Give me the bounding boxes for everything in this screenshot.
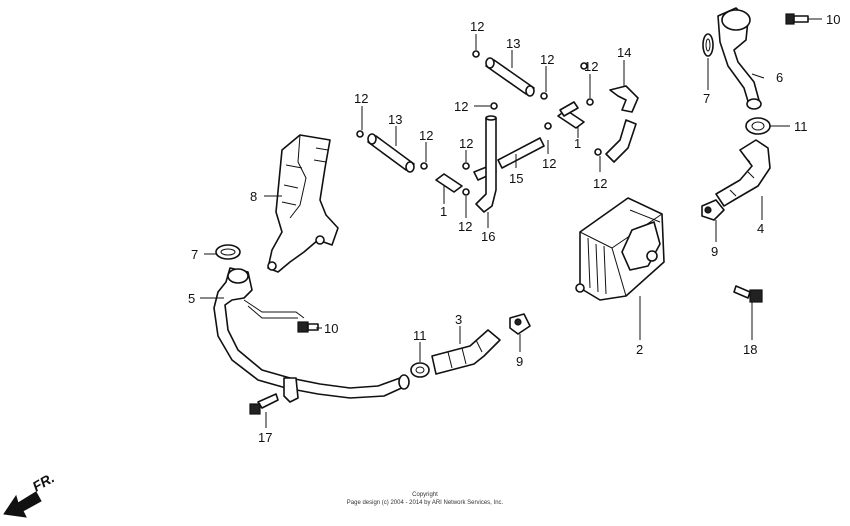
coolant-pipe-part-5[interactable] [213, 267, 410, 403]
hose-part-3[interactable] [431, 329, 501, 375]
joint-part-1-left[interactable] [435, 173, 463, 193]
front-direction-arrow: FR. [3, 469, 58, 518]
hose-part-16[interactable] [475, 115, 497, 213]
bolt-part-17[interactable] [249, 393, 279, 415]
callout-14: 14 [617, 45, 631, 60]
callout-16: 16 [481, 229, 495, 244]
callout-13: 13 [388, 112, 402, 127]
callout-12: 12 [584, 59, 598, 74]
callout-11: 11 [413, 328, 427, 343]
leader-lines [200, 18, 822, 428]
direction-label: FR. [30, 469, 58, 494]
o-ring-part-7-left[interactable] [215, 244, 241, 260]
o-ring-part-7-top[interactable] [702, 33, 714, 57]
callout-labels: 12 13 12 12 14 12 12 13 12 12 12 1 12 15… [188, 12, 840, 445]
callout-9: 9 [516, 354, 523, 369]
callout-6: 6 [776, 70, 783, 85]
callout-12: 12 [593, 176, 607, 191]
pipe-part-6[interactable] [717, 7, 762, 110]
callout-3: 3 [455, 312, 462, 327]
callout-12: 12 [454, 99, 468, 114]
callout-9: 9 [711, 244, 718, 259]
callout-12: 12 [542, 156, 556, 171]
clamp-part-9-center[interactable] [509, 313, 531, 335]
callout-18: 18 [743, 342, 757, 357]
callout-12: 12 [419, 128, 433, 143]
callout-8: 8 [250, 189, 257, 204]
clamp-part-9-right[interactable] [701, 199, 725, 221]
hose-part-4[interactable] [715, 139, 771, 207]
joint-part-1-right[interactable] [557, 101, 585, 129]
callout-7: 7 [191, 247, 198, 262]
callout-12: 12 [470, 19, 484, 34]
bolt-part-10-left[interactable] [297, 321, 319, 333]
callout-17: 17 [258, 430, 272, 445]
callout-1: 1 [574, 136, 581, 151]
callout-4: 4 [757, 221, 764, 236]
copyright-notice: Copyright Page design (c) 2004 - 2014 by… [347, 492, 504, 506]
callout-12: 12 [458, 219, 472, 234]
callout-12: 12 [354, 91, 368, 106]
callout-15: 15 [509, 171, 523, 186]
callout-10: 10 [826, 12, 840, 27]
copyright-line-2: Page design (c) 2004 - 2014 by ARI Netwo… [347, 500, 504, 506]
callout-11: 11 [794, 119, 808, 134]
callout-1: 1 [440, 204, 447, 219]
clip-part-12-group[interactable] [356, 50, 602, 196]
hose-part-13-left[interactable] [367, 133, 415, 173]
hose-part-13-top[interactable] [485, 57, 535, 97]
callout-13: 13 [506, 36, 520, 51]
clamp-part-11-center[interactable] [410, 362, 430, 378]
bolt-part-18[interactable] [733, 285, 763, 303]
hose-part-14[interactable] [605, 85, 639, 163]
callout-10: 10 [324, 321, 338, 336]
copyright-line-1: Copyright [412, 492, 438, 498]
valve-body-part-2[interactable] [575, 197, 665, 301]
callout-12: 12 [459, 136, 473, 151]
callout-12: 12 [540, 52, 554, 67]
bolt-part-10-top[interactable] [785, 13, 809, 25]
callout-2: 2 [636, 342, 643, 357]
bracket-part-8[interactable] [267, 134, 339, 273]
callout-5: 5 [188, 291, 195, 306]
callout-7: 7 [703, 91, 710, 106]
clamp-part-11-right[interactable] [745, 117, 771, 135]
